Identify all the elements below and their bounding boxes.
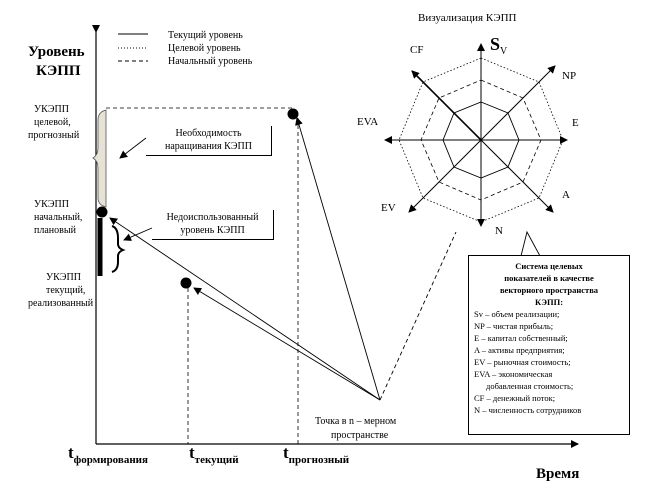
svg-text:tпрогнозный: tпрогнозный <box>283 443 350 466</box>
underused-callout-line1: Недоиспользованный <box>166 212 259 223</box>
radar-label-e: E <box>572 117 579 129</box>
level-target-label-1: УКЭПП <box>34 104 69 115</box>
need-callout-arrow <box>119 137 147 159</box>
radar-label-a: A <box>562 189 570 201</box>
info-box-callout-tail <box>520 230 541 257</box>
target-level-point <box>287 108 299 120</box>
svg-text:tтекущий: tтекущий <box>189 443 239 466</box>
info-box-item: CF – денежный поток; <box>474 393 556 403</box>
need-callout-line1: Необходимость <box>175 128 242 139</box>
vector-to-target <box>295 117 381 401</box>
vector-to-radar <box>379 231 457 401</box>
info-box-item: A – активы предприятия; <box>474 345 565 355</box>
point-label-2: пространстве <box>331 430 389 441</box>
info-box-item: добавленная стоимость; <box>486 381 574 391</box>
time-label-current: tтекущий <box>189 443 239 466</box>
vector-to-current <box>193 287 381 401</box>
need-callout-line2: наращивания КЭПП <box>165 141 252 152</box>
level-initial-label-1: УКЭПП <box>34 199 69 210</box>
info-box-title: Система целевых показателей в качестве в… <box>474 260 624 308</box>
underused-brace <box>111 225 126 273</box>
current-level-point <box>180 277 192 289</box>
level-target-label-2: целевой, <box>34 117 71 128</box>
radar-label-ev: EV <box>381 202 396 214</box>
underused-callout-box: Недоиспользованный уровень КЭПП <box>152 210 274 240</box>
info-box-title-line4: КЭПП: <box>534 297 564 307</box>
underused-callout-line2: уровень КЭПП <box>180 225 245 236</box>
info-box-item: EVA – экономическая <box>474 369 553 379</box>
radar-axis-a <box>480 139 554 213</box>
legend-label-initial: Начальный уровень <box>168 56 253 67</box>
underused-callout-arrow <box>123 227 153 241</box>
radar-axis-ev <box>408 139 482 213</box>
info-box-item: N – численность сотрудников <box>474 405 582 415</box>
initial-level-point <box>96 206 108 218</box>
info-box: Система целевых показателей в качестве в… <box>468 255 630 435</box>
radar-label-sv: SV <box>490 34 508 57</box>
time-label-formation: tформирования <box>68 443 148 466</box>
level-initial-label-2: начальный, <box>34 212 82 223</box>
y-axis-label-line2: КЭПП <box>36 63 81 79</box>
need-callout-box: Необходимость наращивания КЭПП <box>146 126 272 156</box>
svg-text:tформирования: tформирования <box>68 443 148 466</box>
info-box-title-line2: показателей в качестве <box>504 273 594 283</box>
info-box-title-line3: векторного пространства <box>499 285 599 295</box>
radar-axis-np <box>480 65 556 141</box>
point-label-1: Точка в n – мерном <box>315 416 397 427</box>
radar-axis-cf <box>411 70 482 141</box>
legend-label-current: Текущий уровень <box>168 30 243 41</box>
radar-label-cf: CF <box>410 44 423 56</box>
level-initial-label-3: плановый <box>34 225 77 236</box>
legend-label-target: Целевой уровень <box>168 43 241 54</box>
info-box-title-line1: Система целевых <box>515 261 583 271</box>
y-axis-label-line1: Уровень <box>28 44 85 60</box>
level-current-label-2: текущий, <box>46 285 85 296</box>
level-current-label-1: УКЭПП <box>46 272 81 283</box>
level-current-label-3: реализованный <box>28 298 94 309</box>
info-box-item: NP – чистая прибыль; <box>474 321 554 331</box>
target-gap-bracket <box>92 109 107 208</box>
time-label-forecast: tпрогнозный <box>283 443 350 466</box>
info-box-item: E – капитал собственный; <box>474 333 568 343</box>
radar-label-np: NP <box>562 70 576 82</box>
info-box-item: Sv – объем реализации; <box>474 309 560 319</box>
info-box-item: EV – рыночная стоимость; <box>474 357 571 367</box>
x-axis-label: Время <box>536 466 579 482</box>
level-target-label-3: прогнозный <box>28 130 80 141</box>
radar-label-eva: EVA <box>357 116 378 128</box>
vector-to-initial <box>109 217 381 401</box>
radar-title: Визуализация КЭПП <box>418 12 517 24</box>
radar-label-n: N <box>495 225 503 237</box>
